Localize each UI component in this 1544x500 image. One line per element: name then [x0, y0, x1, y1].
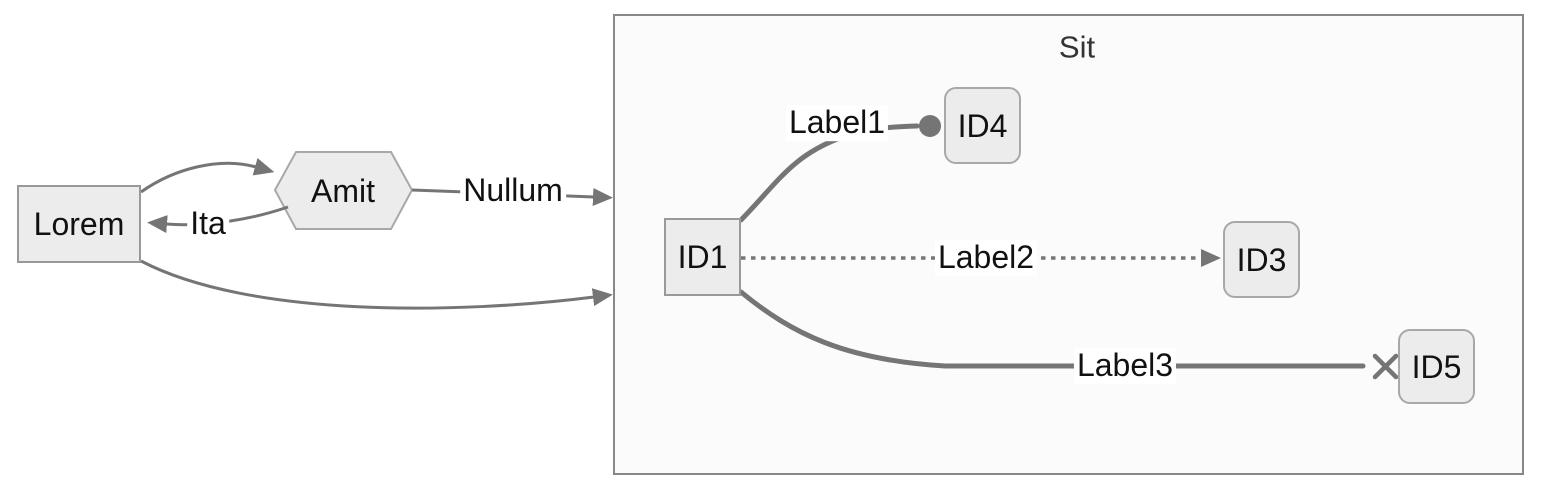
node-id4-label: ID4: [957, 107, 1008, 144]
edge-label-nullum: Nullum: [460, 173, 566, 209]
edge-lorem-to-amit: [140, 158, 275, 194]
node-lorem-label: Lorem: [33, 206, 125, 242]
cluster-sit-title: Sit: [1058, 29, 1096, 65]
node-id3: ID3: [1223, 221, 1300, 298]
node-id3-label: ID3: [1236, 241, 1287, 278]
node-lorem: Lorem: [17, 185, 141, 263]
node-id5-label: ID5: [1411, 348, 1462, 385]
node-id5: ID5: [1398, 329, 1475, 404]
edge-id1-to-id5-cross-end: [1372, 353, 1399, 380]
edge-id1-to-id5: [738, 289, 1366, 369]
edge-label-label3: Label3: [1073, 348, 1177, 384]
edge-label-ita: Ita: [187, 206, 229, 242]
edge-label-label1: Label1: [785, 105, 889, 141]
node-id1-label: ID1: [677, 239, 728, 275]
node-id4: ID4: [944, 87, 1021, 164]
node-id1: ID1: [664, 218, 741, 296]
cluster-sit-box: [613, 14, 1524, 475]
edge-label-label2: Label2: [934, 240, 1038, 276]
edge-id1-to-id4-circle-end: [919, 115, 941, 137]
node-amit-label: Amit: [311, 173, 375, 209]
edge-lorem-to-cluster: [140, 259, 613, 310]
